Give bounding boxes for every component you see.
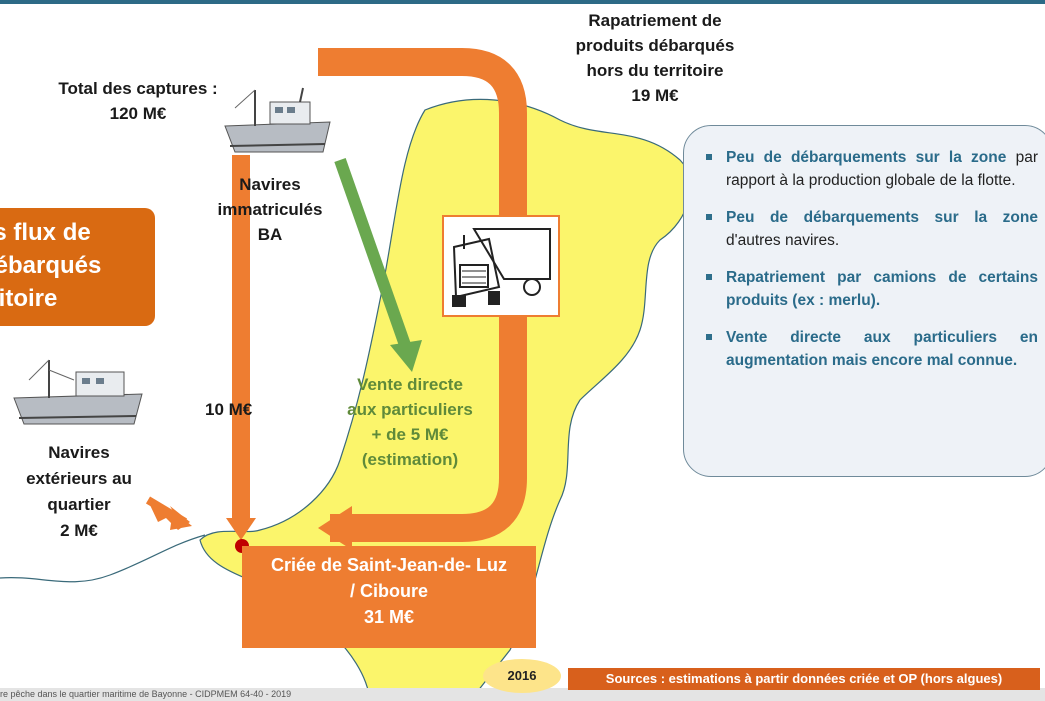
criee-line-2: / Ciboure (349, 581, 428, 601)
navires-ext-line-3: quartier (47, 495, 111, 514)
bullet-item: Vente directe aux particuliers en augmen… (706, 326, 1038, 372)
vente-directe-label: Vente directe aux particuliers + de 5 M€… (325, 372, 495, 472)
bullet-list: Peu de débarquements sur la zone par rap… (706, 146, 1038, 372)
vente-line-4: (estimation) (361, 450, 459, 469)
truck-icon (452, 228, 551, 307)
title-line-2: débarqués (0, 252, 102, 279)
rapatriement-line-2: produits débarqués (575, 36, 735, 55)
bullet-bold: Vente directe aux particuliers en augmen… (726, 329, 1038, 369)
vente-line-1: Vente directe (357, 375, 463, 394)
fishing-boat-icon (13, 359, 143, 425)
rapatriement-value: 19 M€ (631, 86, 679, 105)
year-badge: 2016 (483, 659, 561, 693)
rapatriement-label: Rapatriement de produits débarqués hors … (555, 8, 755, 108)
navires-ext-line-2: extérieurs au (26, 469, 132, 488)
green-arrow-head (390, 340, 422, 372)
title-line-1: es flux de (0, 219, 91, 246)
navires-ba-line-1: Navires (239, 175, 301, 194)
bullet-item: Peu de débarquements sur la zone par rap… (706, 146, 1038, 192)
bullet-bold: Peu de débarquements sur la zone (726, 209, 1038, 226)
vente-value: + de 5 M€ (371, 425, 449, 444)
arrow-10-shaft (232, 155, 250, 520)
criee-box: Criée de Saint-Jean-de- Luz / Ciboure 31… (242, 546, 536, 648)
rapatriement-line-1: Rapatriement de (588, 11, 722, 30)
fishing-boat-icon (224, 87, 331, 153)
bullet-plain: par rapport à la production globale de l… (726, 149, 1038, 189)
bullet-bold: Peu de débarquements sur la zone (726, 149, 1007, 166)
footer-bar (0, 688, 1045, 701)
criee-line-1: Criée de Saint-Jean-de- Luz (270, 555, 508, 575)
total-captures: Total des captures : 120 M€ (28, 76, 248, 126)
coast-line (0, 534, 206, 583)
total-value: 120 M€ (109, 104, 167, 123)
navires-ba-line-2: immatriculés (217, 200, 323, 219)
arrow-10-head (226, 518, 256, 540)
green-arrow (334, 158, 411, 347)
footer-text: re pêche dans le quartier maritime de Ba… (0, 689, 292, 699)
total-label: Total des captures : (58, 79, 218, 98)
bullet-bold: Rapatriement par camions de certains pro… (726, 269, 1038, 309)
truck-frame (442, 215, 560, 317)
navires-ba-line-3: BA (257, 225, 283, 244)
title-line-3: rritoire (0, 285, 58, 312)
sources-bar: Sources : estimations à partir données c… (568, 668, 1040, 690)
flow-10-label: 10 M€ (205, 400, 253, 419)
return-arrow-head (318, 506, 352, 550)
top-rule (0, 0, 1045, 4)
title-box: es flux de débarqués rritoire (0, 208, 155, 326)
criee-value: 31 M€ (363, 607, 415, 627)
rapatriement-line-3: hors du territoire (586, 61, 724, 80)
bullet-item: Rapatriement par camions de certains pro… (706, 266, 1038, 312)
bullet-panel: Peu de débarquements sur la zone par rap… (683, 125, 1045, 477)
bullet-plain: d'autres navires. (726, 232, 840, 249)
navires-ext-line-1: Navires (48, 443, 110, 462)
vente-line-2: aux particuliers (347, 400, 473, 419)
navires-ext-label: Navires extérieurs au quartier 2 M€ (4, 440, 154, 544)
navires-ba-label: Navires immatriculés BA (205, 172, 335, 247)
bullet-item: Peu de débarquements sur la zone d'autre… (706, 206, 1038, 252)
navires-ext-value: 2 M€ (60, 521, 98, 540)
